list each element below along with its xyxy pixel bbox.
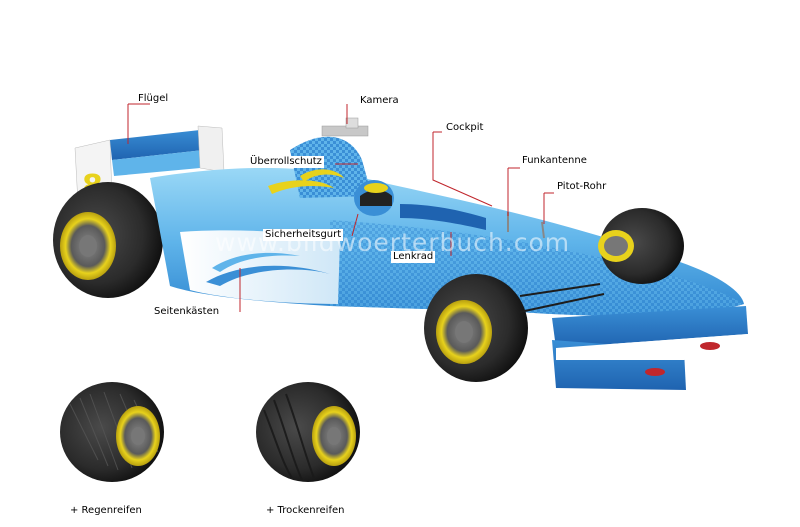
front-wing [552, 306, 750, 390]
label-lenkrad: Lenkrad [391, 251, 436, 263]
label-ueberrollschutz: Überrollschutz [248, 156, 324, 168]
label-seitenkaesten: Seitenkästen [154, 306, 220, 317]
caption-trockenreifen[interactable]: + Trockenreifen [266, 505, 345, 516]
rear-tire [53, 182, 163, 298]
label-funkantenne: Funkantenne [522, 155, 587, 166]
car-body [150, 117, 744, 316]
front-right-tire [598, 208, 684, 284]
label-pitot-rohr: Pitot-Rohr [557, 181, 607, 192]
caption-regenreifen[interactable]: + Regenreifen [70, 505, 142, 516]
front-left-tire [424, 274, 528, 382]
suspension [519, 283, 605, 313]
rain-tire [60, 382, 164, 482]
label-fluegel: Flügel [138, 93, 169, 104]
label-sicherheitsgurt: Sicherheitsgurt [263, 229, 344, 241]
dry-tire [256, 382, 360, 482]
label-cockpit: Cockpit [446, 122, 484, 133]
label-kamera: Kamera [360, 95, 399, 106]
leader-lines [127, 103, 554, 312]
